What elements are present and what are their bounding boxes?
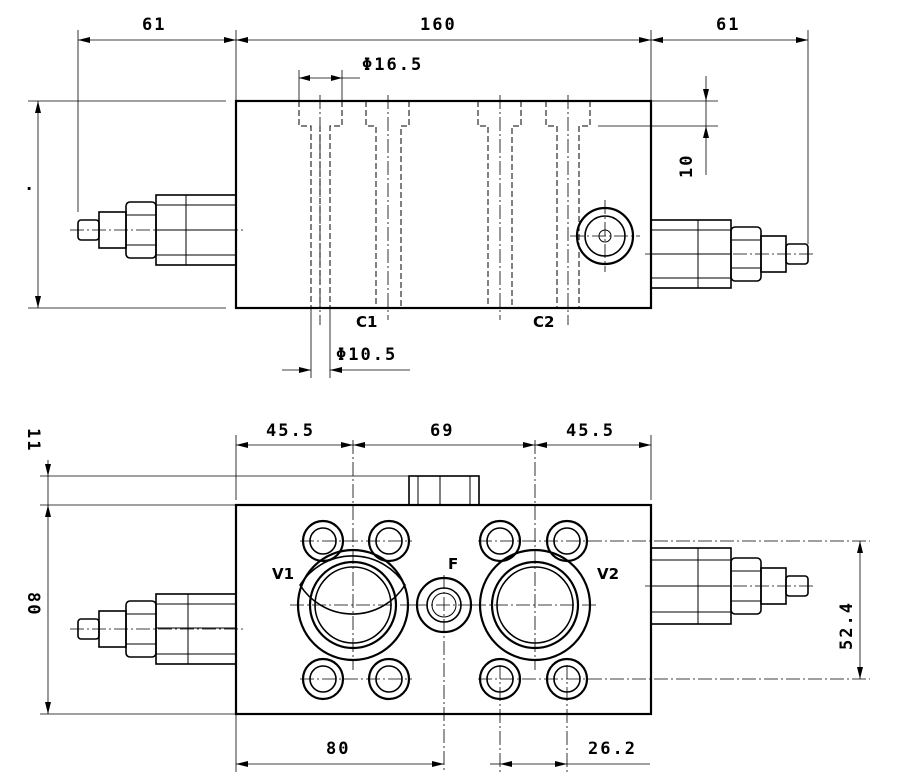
gauge-port-top (570, 200, 640, 272)
dim-right-offset: 45.5 (566, 421, 615, 441)
port-label-v1: V1 (272, 565, 294, 583)
dim-height-top-marker: . (24, 175, 36, 195)
top-view: 61 160 61 Φ16.5 . 10 Φ10.5 C1 C2 (24, 15, 816, 378)
dim-left-cartridge: 61 (142, 15, 166, 35)
port-label-v2: V2 (597, 565, 619, 583)
dim-left-offset: 45.5 (266, 421, 315, 441)
dim-port-spacing: 69 (430, 421, 454, 441)
bore-c1-hidden (298, 95, 410, 325)
left-cartridge-top (70, 194, 245, 266)
port-label-c2: C2 (533, 313, 554, 331)
top-boss (408, 475, 480, 506)
dim-port-bore: Φ10.5 (336, 345, 397, 365)
port-label-c1: C1 (356, 313, 377, 331)
bottom-view: 45.5 69 45.5 11 80 52.4 80 26.2 V1 F V2 (23, 421, 870, 772)
dim-port-counterbore: Φ16.5 (362, 55, 423, 75)
right-cartridge-top (645, 219, 816, 289)
dim-f-port-offset: 80 (326, 739, 350, 759)
port-flange-v1 (290, 440, 416, 701)
port-f (414, 575, 474, 772)
dim-bolt-offset: 26.2 (588, 739, 637, 759)
right-cartridge-front (645, 547, 816, 625)
dim-body-length: 160 (420, 15, 457, 35)
port-label-f: F (448, 555, 458, 573)
left-cartridge-front (70, 593, 245, 665)
valve-body-top (234, 99, 653, 310)
dim-right-cartridge: 61 (716, 15, 740, 35)
dim-height: 80 (23, 592, 43, 616)
port-flange-v2 (472, 440, 870, 772)
dim-counterbore-depth: 10 (677, 154, 697, 178)
bore-c2-hidden (477, 95, 591, 325)
dim-flange-pitch: 52.4 (837, 601, 857, 650)
dim-boss-height: 11 (23, 428, 43, 452)
